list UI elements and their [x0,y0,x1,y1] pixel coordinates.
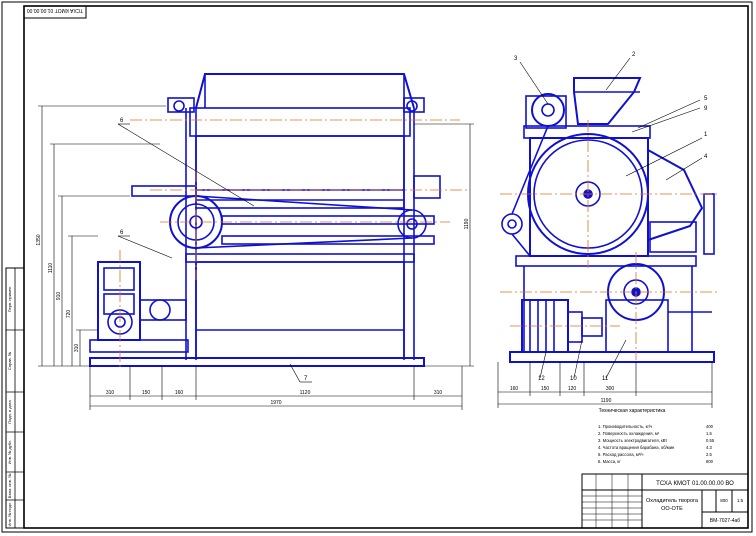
front-callout-labels: 6 6 7 [120,118,308,382]
doc-code: ТСХА КМОТ 01.00.00.00 ВО [656,481,734,487]
spec-value: 800 [706,459,714,464]
dim-label: 1350 [36,234,42,245]
side-dimensions [497,362,713,408]
callout-label: 6 [120,230,124,236]
dim-label: 160 [175,390,184,396]
callout-label: 4 [704,154,708,160]
side-callout-labels: 3 2 5 9 1 4 12 10 11 [514,52,708,382]
spec-label: 6. Масса, кг [598,459,621,464]
callout-label: 9 [704,106,708,112]
side-label: Инв. № дубл. [7,440,12,465]
spec-value: 400 [706,424,714,429]
top-stamp-text: ТСХА КМОТ 01.00.00.00 [27,7,83,13]
top-stamp [23,5,87,19]
side-view [501,77,715,363]
dim-label: 1190 [464,218,470,229]
spec-value: 1.5 [706,431,712,436]
side-label: Справ. № [7,352,12,370]
callout-label: 7 [304,376,308,382]
doc-mass: 800 [720,498,728,503]
dim-label: 150 [142,390,151,396]
side-centerlines [500,120,720,360]
dim-label: 1970 [270,400,281,406]
dim-label: 720 [66,310,72,319]
front-view [89,73,441,367]
callout-label: 6 [120,118,124,124]
doc-org: ВМ-7027-4аб [710,518,741,524]
dim-label: 1120 [300,390,311,396]
dim-label: 150 [541,386,550,392]
spec-value: 4.3 [706,445,712,450]
callout-label: 3 [514,56,518,62]
doc-name: ОО-ОТЕ [661,506,683,512]
front-dimensions [38,105,474,410]
dim-label: 310 [74,344,80,353]
spec-label: 5. Расход рассола, м³/ч [598,452,643,457]
callout-label: 2 [632,52,636,58]
side-label: Инв. № подл. [7,502,12,527]
side-callouts [519,57,703,379]
doc-scale: 1:5 [737,498,744,503]
dim-label: 1110 [48,263,54,274]
specs-title: Техническая характеристика [599,408,666,414]
spec-label: 3. Мощность электродвигателя, кВт [598,438,667,443]
spec-value: 2.5 [706,452,712,457]
callout-label: 10 [570,376,577,382]
doc-name: Охладитель творога [646,498,699,504]
spec-value: 0.55 [706,438,715,443]
side-label: Перв. примен. [7,286,12,313]
dim-label: 120 [568,386,577,392]
title-block [581,473,749,529]
callout-label: 12 [538,376,545,382]
callout-label: 11 [602,376,609,382]
front-dim-labels: 1350 1110 910 720 310 1190 310 150 160 1… [36,218,470,406]
dim-label: 300 [606,386,615,392]
front-centerlines [119,119,470,370]
spec-label: 1. Производительность, кг/ч [598,424,652,429]
dim-label: 910 [56,292,62,301]
side-label: Подп. и дата [7,399,12,423]
dim-label: 1190 [601,398,612,404]
front-callouts [117,123,312,383]
side-label: Взам. инв. № [7,474,12,499]
spec-label: 2. Поверхность охлаждения, м² [598,431,660,436]
inner-frame [23,5,749,529]
callout-label: 5 [704,96,708,102]
title-block-text: ТСХА КМОТ 01.00.00.00 ВО Охладитель твор… [646,481,744,524]
dim-label: 310 [106,390,115,396]
side-strip: Перв. примен. Справ. № Подп. и дата Инв.… [5,267,25,529]
side-dim-labels: 160 150 120 300 1190 [510,386,615,404]
specs-block: Техническая характеристика 1. Производит… [598,408,715,464]
callout-label: 1 [704,132,708,138]
spec-label: 4. Частота вращения барабана, об/мин [598,445,675,450]
dim-label: 310 [434,390,443,396]
dim-label: 160 [510,386,519,392]
